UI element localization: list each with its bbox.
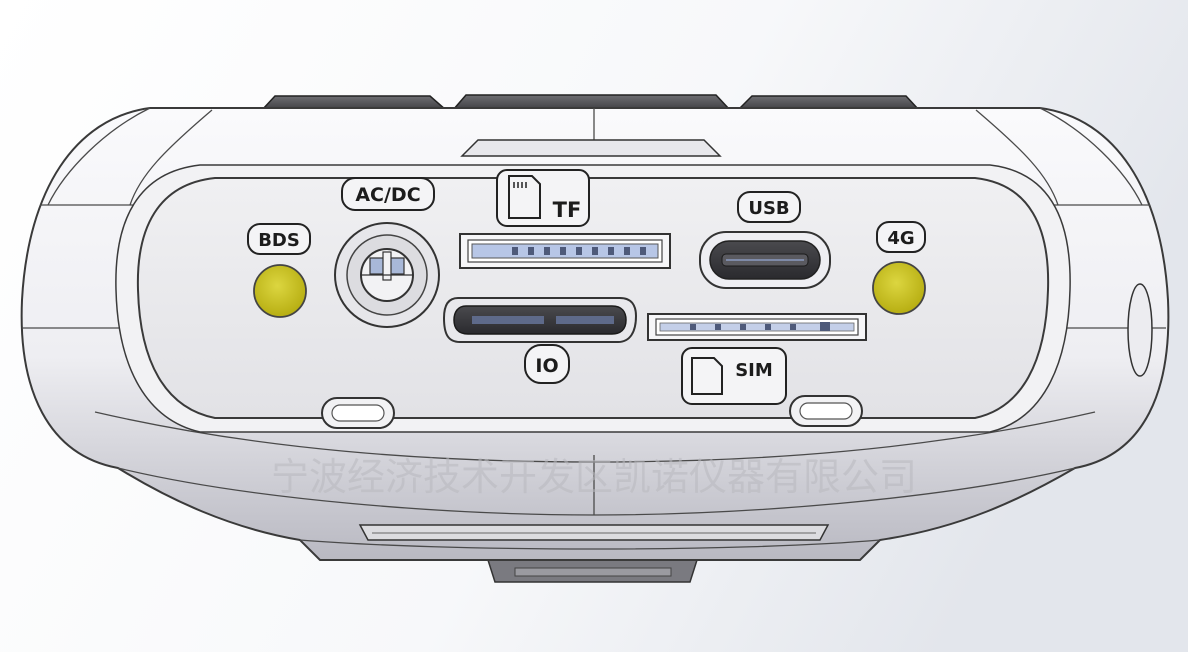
ac-dc-label: AC/DC bbox=[355, 184, 420, 206]
io-label: IO bbox=[535, 355, 558, 377]
bds-label: BDS bbox=[258, 230, 300, 251]
four-g-indicator: 4G bbox=[872, 221, 926, 315]
four-g-label-badge bbox=[876, 221, 926, 253]
sim-label: SIM bbox=[735, 360, 773, 381]
sim-slot: SIM bbox=[647, 313, 867, 405]
tf-card-slot: TF bbox=[459, 169, 671, 269]
bds-led-icon bbox=[253, 264, 307, 318]
ac-dc-label-badge bbox=[341, 177, 435, 211]
ac-dc-port: AC/DC bbox=[334, 177, 440, 328]
usb-label-badge bbox=[737, 191, 801, 223]
usb-port: USB bbox=[699, 191, 831, 289]
microsd-icon bbox=[508, 175, 541, 219]
watermark-text: 宁波经济技术开发区凯诺仪器有限公司 bbox=[271, 455, 917, 499]
sim-card-icon bbox=[691, 357, 723, 395]
four-g-label: 4G bbox=[887, 228, 914, 249]
four-g-led-icon bbox=[872, 261, 926, 315]
usb-label: USB bbox=[748, 198, 789, 219]
top-latch bbox=[460, 139, 722, 157]
io-port: IO bbox=[442, 297, 638, 384]
bds-indicator: BDS bbox=[247, 223, 311, 318]
bds-label-badge bbox=[247, 223, 311, 255]
io-label-badge bbox=[524, 344, 570, 384]
side-hole bbox=[1127, 283, 1153, 377]
tf-label: TF bbox=[553, 198, 582, 222]
top-buttons bbox=[260, 94, 921, 111]
